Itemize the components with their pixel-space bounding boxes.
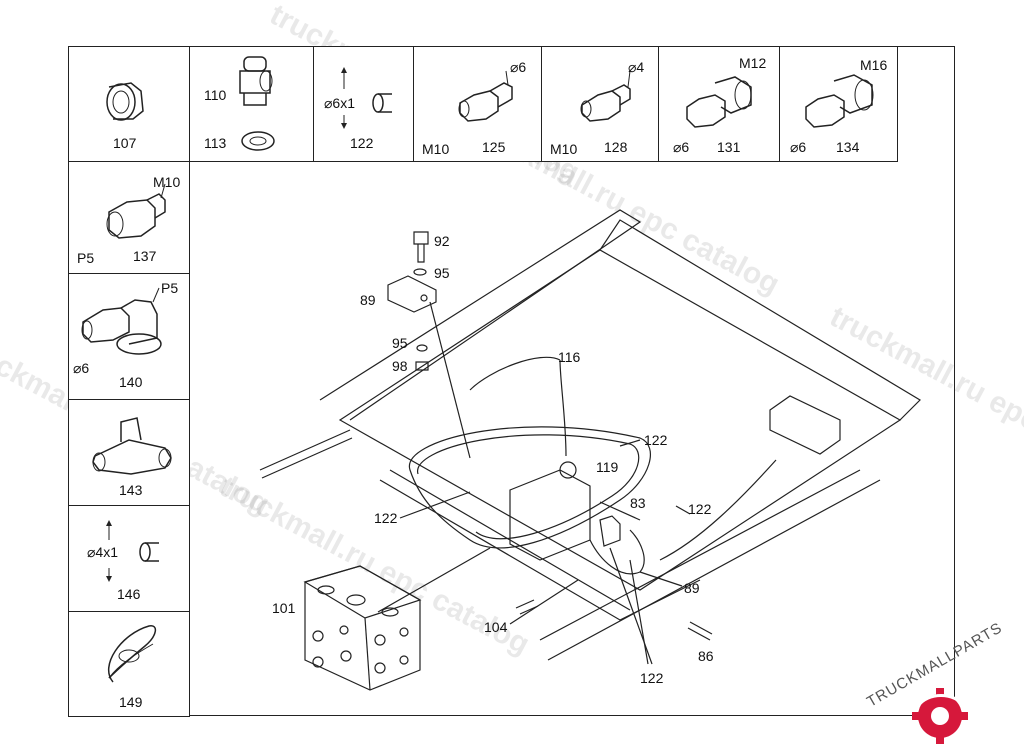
truckmallparts-logo: TRUCKMALLPARTS	[858, 619, 1018, 748]
part-cell-149[interactable]: 149	[68, 611, 190, 717]
straight-fitting-icon	[805, 74, 874, 128]
callout-89-bottom: 89	[684, 580, 700, 596]
tube-dimension: ⌀6x1	[324, 95, 356, 111]
push-fitting-icon	[106, 183, 166, 239]
gear-logo-icon	[912, 688, 968, 744]
part-cell-143[interactable]: 143	[68, 399, 190, 506]
callout-119: 119	[596, 459, 619, 475]
part-number: 131	[717, 139, 741, 155]
cable-tie-icon	[107, 625, 157, 683]
part-cell-137[interactable]: M10 P5 137	[68, 161, 190, 274]
part-cell-131[interactable]: M12 ⌀6 131	[658, 46, 780, 162]
part-cell-128[interactable]: ⌀4 M10 128	[541, 46, 659, 162]
part-cell-134[interactable]: M16 ⌀6 134	[779, 46, 898, 162]
part-number: 110	[204, 87, 227, 103]
part-cell-146[interactable]: ⌀4x1 146	[68, 505, 190, 612]
fitting-dimension: ⌀6	[73, 360, 90, 376]
straight-fitting-icon	[458, 70, 513, 122]
part-number: 107	[113, 135, 137, 151]
part-cell-140[interactable]: P5 ⌀6 140	[68, 273, 190, 400]
fitting-dimension: ⌀6	[790, 139, 807, 155]
fitting-thread: M10	[550, 141, 578, 157]
straight-fitting-icon	[580, 70, 631, 122]
fitting-dimension: ⌀6	[510, 59, 527, 75]
callout-89-top: 89	[360, 292, 376, 308]
part-number: 125	[482, 139, 506, 155]
callout-122-bottom: 122	[640, 670, 664, 686]
callout-86: 86	[698, 648, 714, 664]
fitting-thread: M16	[860, 57, 888, 73]
callout-104: 104	[484, 619, 508, 635]
elbow-fitting-icon	[81, 287, 162, 355]
fitting-thread: M12	[739, 55, 767, 71]
part-number: 143	[119, 482, 143, 498]
tube-icon	[341, 67, 392, 129]
fitting-extra: P5	[77, 250, 95, 266]
fitting-dimension: ⌀4	[628, 59, 645, 75]
callout-116: 116	[558, 349, 581, 365]
tee-fitting-icon	[92, 417, 172, 475]
fitting-extra: P5	[161, 280, 179, 296]
part-cell-122[interactable]: ⌀6x1 122	[313, 46, 414, 162]
part-number: 137	[133, 248, 157, 264]
tube-dimension: ⌀4x1	[87, 544, 119, 560]
callout-122-top: 122	[644, 432, 668, 448]
callout-92: 92	[434, 233, 450, 249]
callout-95-top: 95	[434, 265, 450, 281]
callout-122-left: 122	[374, 510, 398, 526]
part-number: 122	[350, 135, 374, 151]
switch-and-washer-icon	[239, 56, 275, 151]
part-number: 140	[119, 374, 143, 390]
plug-icon	[106, 82, 144, 121]
part-number: 146	[117, 586, 141, 602]
tube-icon	[106, 520, 159, 582]
fitting-thread: M10	[422, 141, 450, 157]
callout-101: 101	[272, 600, 296, 616]
part-cell-110-113[interactable]: 110 113	[189, 46, 314, 162]
part-number: 113	[204, 135, 227, 151]
callout-122-right: 122	[688, 501, 712, 517]
callout-98: 98	[392, 358, 408, 374]
callout-83: 83	[630, 495, 646, 511]
part-number: 134	[836, 139, 860, 155]
part-number: 149	[119, 694, 143, 710]
fitting-dimension: ⌀6	[673, 139, 690, 155]
part-number: 128	[604, 139, 628, 155]
fitting-thread: M10	[153, 174, 181, 190]
straight-fitting-icon	[686, 76, 752, 128]
callout-95: 95	[392, 335, 408, 351]
